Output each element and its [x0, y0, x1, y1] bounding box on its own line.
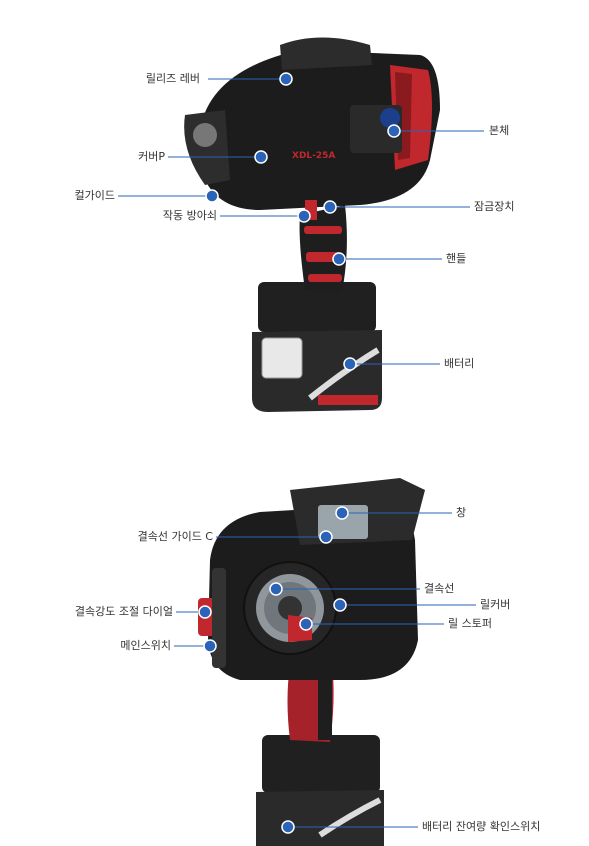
label-battery: 배터리: [444, 357, 475, 370]
label-tie-wire: 결속선: [424, 582, 455, 595]
callout-dot: [198, 605, 212, 619]
callout-dot: [205, 189, 219, 203]
label-reel-stopper: 릴 스토퍼: [448, 617, 492, 630]
rebar-tier-side-view: XDL-25A: [184, 37, 440, 412]
label-trigger-guard: 작동 방아쇠: [162, 209, 217, 222]
callout-dot: [343, 357, 357, 371]
callout-dot: [335, 506, 349, 520]
label-battery-check-switch: 배터리 잔여량 확인스위치: [422, 820, 541, 833]
label-reel-cover: 릴커버: [480, 598, 511, 611]
label-body: 본체: [489, 124, 510, 137]
label-tension-dial: 결속강도 조절 다이얼: [74, 605, 173, 618]
label-curl-guide: 컬가이드: [74, 189, 115, 202]
callout-dot: [269, 582, 283, 596]
callout-dot: [203, 639, 217, 653]
label-cover-p: 커버P: [138, 150, 165, 163]
callout-dot: [333, 598, 347, 612]
callout-dot: [323, 200, 337, 214]
callout-dot: [387, 124, 401, 138]
callout-dot: [281, 820, 295, 834]
label-window: 창: [456, 506, 467, 519]
callout-dot: [254, 150, 268, 164]
label-release-lever: 릴리즈 레버: [145, 72, 200, 85]
rebar-tier-reel-view: [198, 478, 425, 846]
label-handle: 핸들: [446, 252, 467, 265]
label-main-switch: 메인스위치: [120, 639, 171, 652]
model-text: XDL-25A: [292, 151, 335, 161]
callout-dot: [319, 530, 333, 544]
label-lock: 잠금장치: [474, 200, 515, 213]
callout-dot: [299, 617, 313, 631]
callout-dot: [297, 209, 311, 223]
callout-dot: [279, 72, 293, 86]
label-tie-wire-guide-c: 결속선 가이드 C: [137, 530, 213, 543]
callout-dot: [332, 252, 346, 266]
